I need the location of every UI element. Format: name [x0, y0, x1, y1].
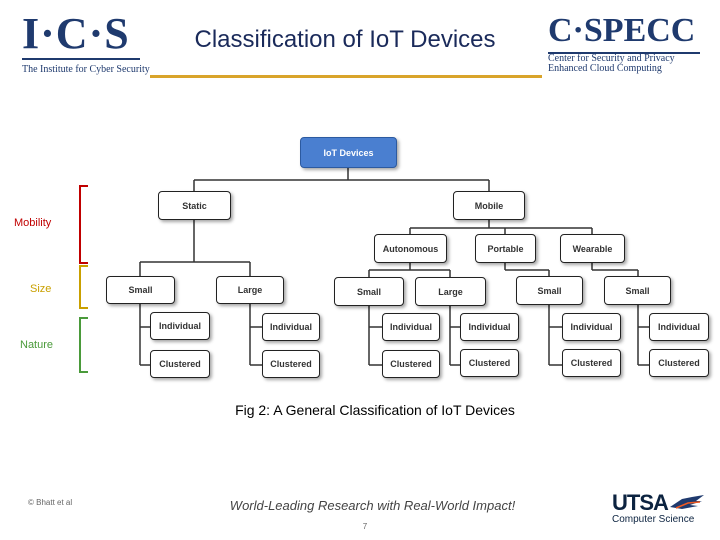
node-individual: Individual: [649, 313, 709, 341]
node-individual: Individual: [262, 313, 320, 341]
nature-bracket: [79, 317, 88, 373]
node-portable-small: Small: [516, 276, 583, 305]
side-label-mobility: Mobility: [14, 217, 52, 229]
node-autonomous: Autonomous: [374, 234, 447, 263]
page-number: 7: [362, 522, 368, 531]
node-autonomous-small: Small: [334, 277, 404, 306]
node-individual: Individual: [460, 313, 519, 341]
connector-lines: [139, 168, 649, 366]
utsa-logo: UTSA Computer Science: [612, 492, 716, 525]
cspecc-logo-rule: [548, 52, 700, 54]
ics-logo-mark: I·C·S: [22, 9, 130, 58]
node-autonomous-large: Large: [415, 277, 486, 306]
ics-logo: I·C·S The Institute for Cyber Security: [22, 9, 150, 75]
node-iot-devices: IoT Devices: [300, 137, 397, 168]
ics-logo-rule: [22, 58, 140, 60]
node-individual: Individual: [382, 313, 440, 341]
node-clustered: Clustered: [262, 350, 320, 378]
utsa-logo-subtitle: Computer Science: [612, 514, 695, 525]
cspecc-subtitle-line2: Enhanced Cloud Computing: [548, 63, 662, 74]
node-static: Static: [158, 191, 231, 220]
size-bracket: [79, 265, 88, 309]
node-wearable: Wearable: [560, 234, 625, 263]
footer-copyright: © Bhatt et al: [28, 498, 73, 507]
node-clustered: Clustered: [649, 349, 709, 377]
cspecc-logo-mark: C·SPECC: [548, 12, 696, 49]
title-underline: [150, 75, 542, 78]
footer-tagline: World-Leading Research with Real-World I…: [229, 498, 516, 513]
node-individual: Individual: [562, 313, 621, 341]
node-clustered: Clustered: [562, 349, 621, 377]
node-clustered: Clustered: [150, 350, 210, 378]
side-label-nature: Nature: [20, 339, 54, 351]
side-label-size: Size: [30, 283, 52, 295]
utsa-logo-mark: UTSA: [612, 490, 669, 515]
node-mobile: Mobile: [453, 191, 525, 220]
node-portable: Portable: [475, 234, 536, 263]
figure-caption: Fig 2: A General Classification of IoT D…: [235, 402, 515, 418]
mobility-bracket: [79, 185, 88, 264]
roadrunner-icon: [669, 495, 704, 509]
node-clustered: Clustered: [382, 350, 440, 378]
slide-title: Classification of IoT Devices: [194, 26, 496, 53]
node-clustered: Clustered: [460, 349, 519, 377]
cspecc-logo: C·SPECC Center for Security and Privacy …: [548, 12, 708, 74]
node-static-large: Large: [216, 276, 284, 304]
cspecc-subtitle-line1: Center for Security and Privacy: [548, 53, 675, 64]
node-static-small: Small: [106, 276, 175, 304]
ics-logo-subtitle: The Institute for Cyber Security: [22, 64, 150, 75]
node-wearable-small: Small: [604, 276, 671, 305]
node-individual: Individual: [150, 312, 210, 340]
